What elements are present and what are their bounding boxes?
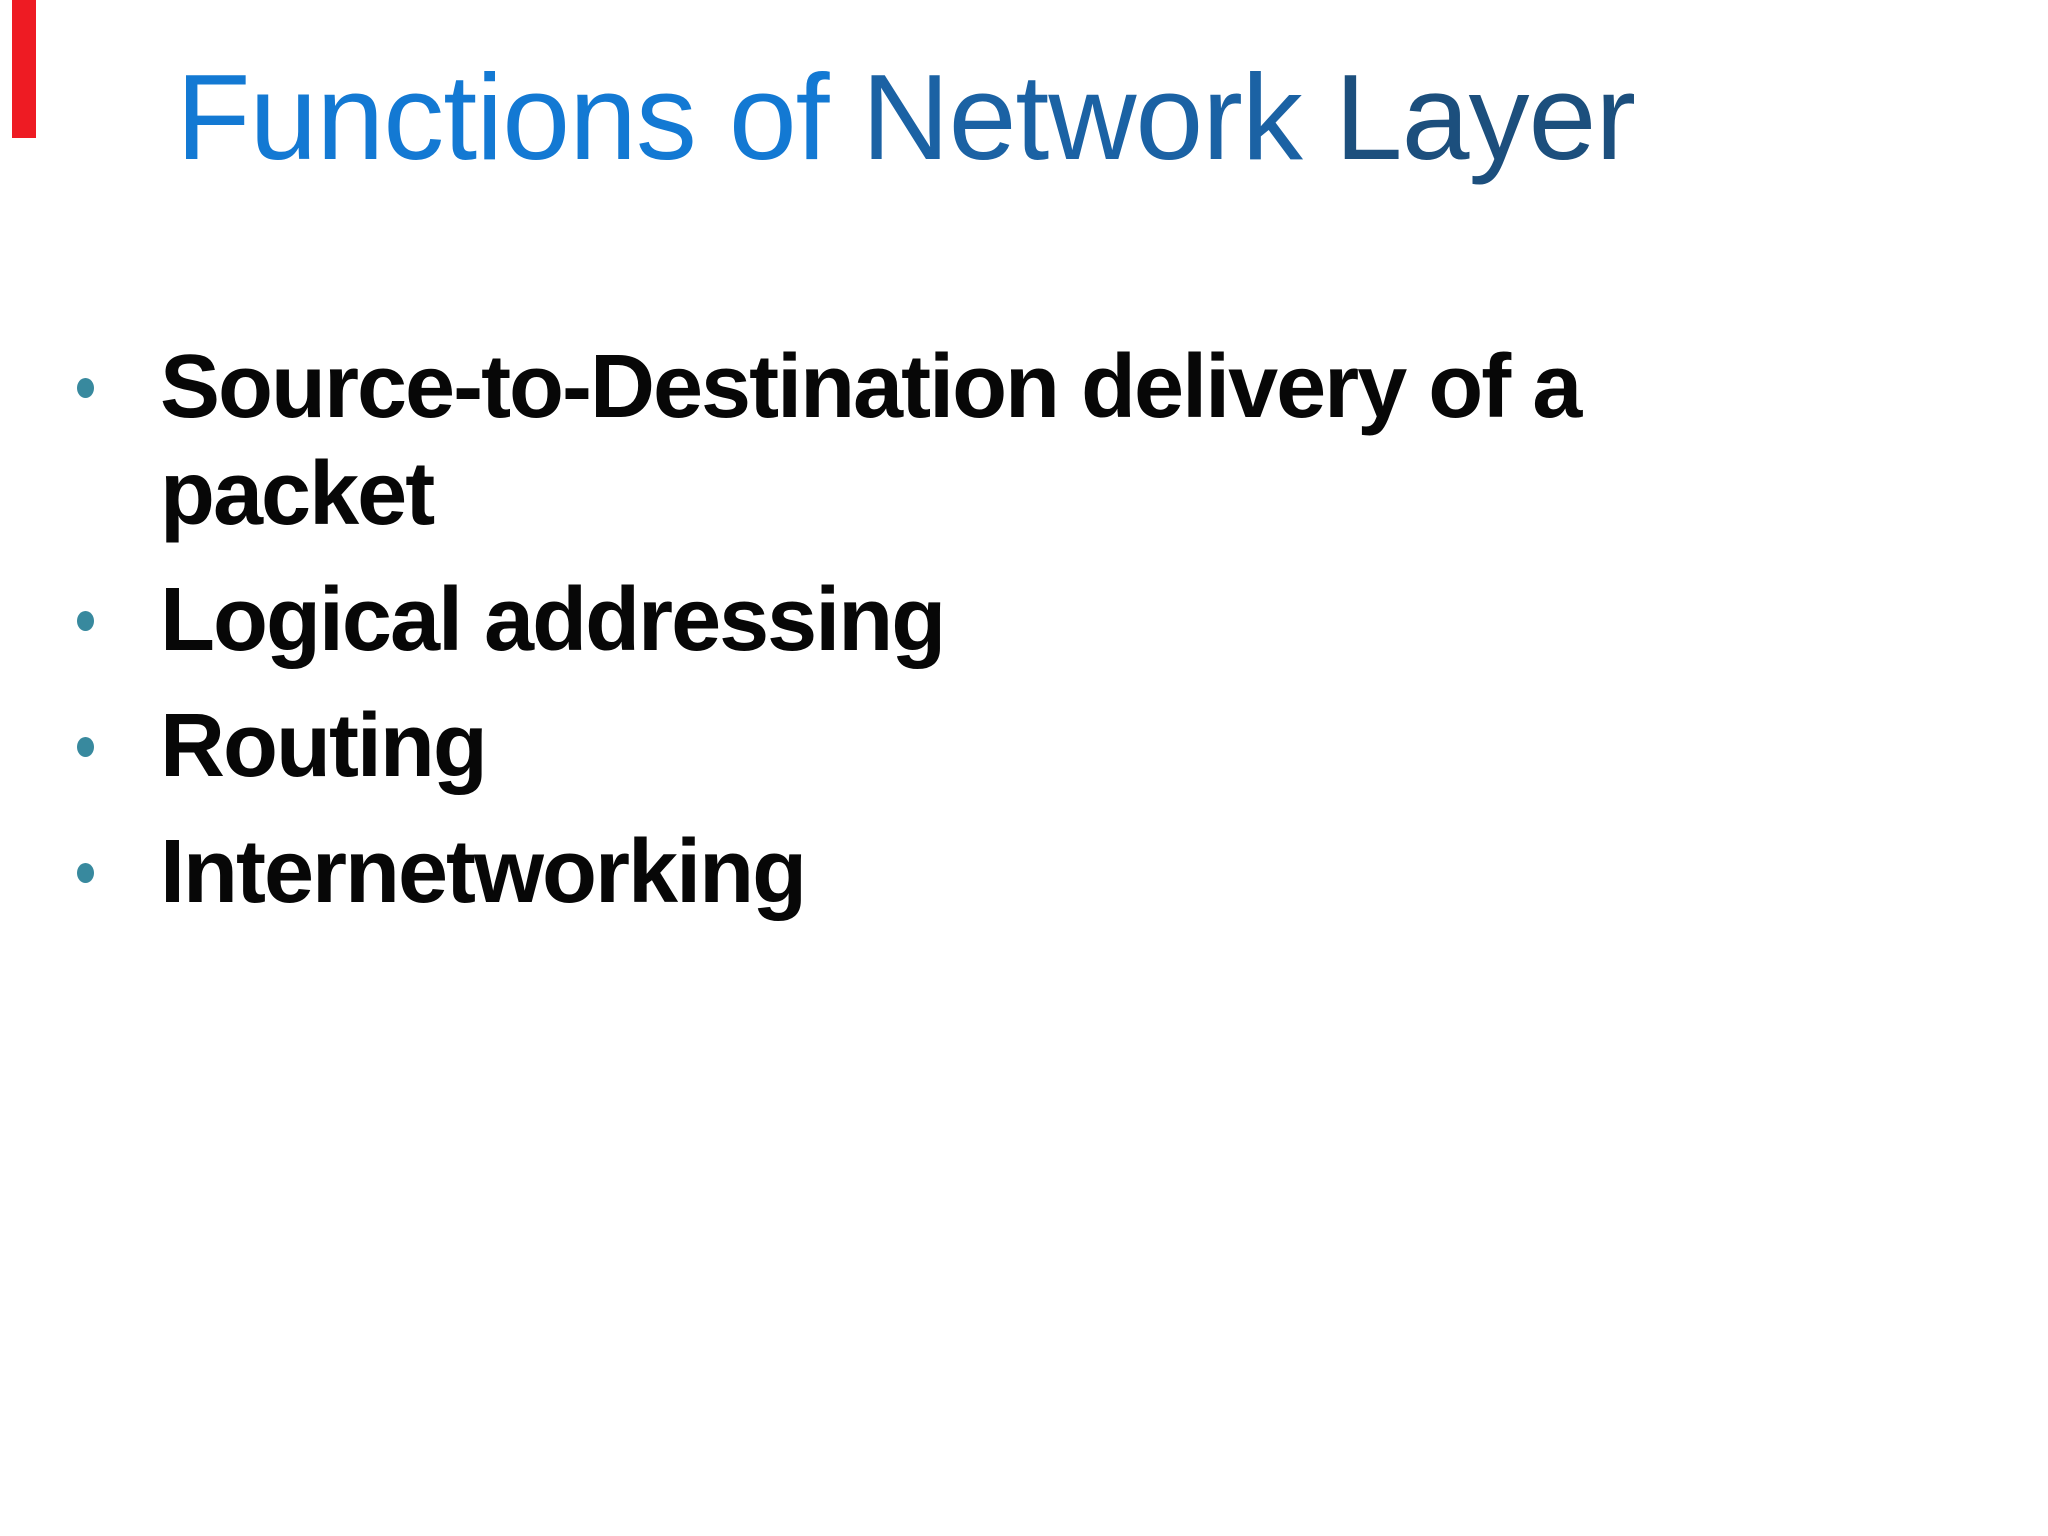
bullet-text: Internetworking bbox=[160, 822, 807, 922]
list-item: Internetworking bbox=[0, 819, 1760, 926]
bullet-text: Routing bbox=[160, 696, 488, 796]
list-item: Routing bbox=[0, 693, 1760, 800]
slide-title: Functions of Network Layer bbox=[176, 44, 1636, 190]
bullet-icon bbox=[77, 378, 94, 398]
bullet-list: Source-to-Destination delivery of a pack… bbox=[0, 334, 1760, 926]
slide-title-segment-mid: Network bbox=[861, 49, 1335, 185]
bullet-icon bbox=[77, 863, 94, 883]
list-item: Logical addressing bbox=[0, 567, 1760, 674]
bullet-icon bbox=[77, 737, 94, 757]
bullet-icon bbox=[77, 611, 94, 631]
bullet-text: Source-to-Destination delivery of a pack… bbox=[160, 337, 1582, 544]
red-marker-bar bbox=[12, 0, 36, 138]
slide-title-segment-dark: Layer bbox=[1334, 49, 1636, 185]
list-item: Source-to-Destination delivery of a pack… bbox=[0, 334, 1760, 548]
slide-title-segment-light: Functions of bbox=[176, 49, 862, 185]
bullet-text: Logical addressing bbox=[160, 570, 946, 670]
